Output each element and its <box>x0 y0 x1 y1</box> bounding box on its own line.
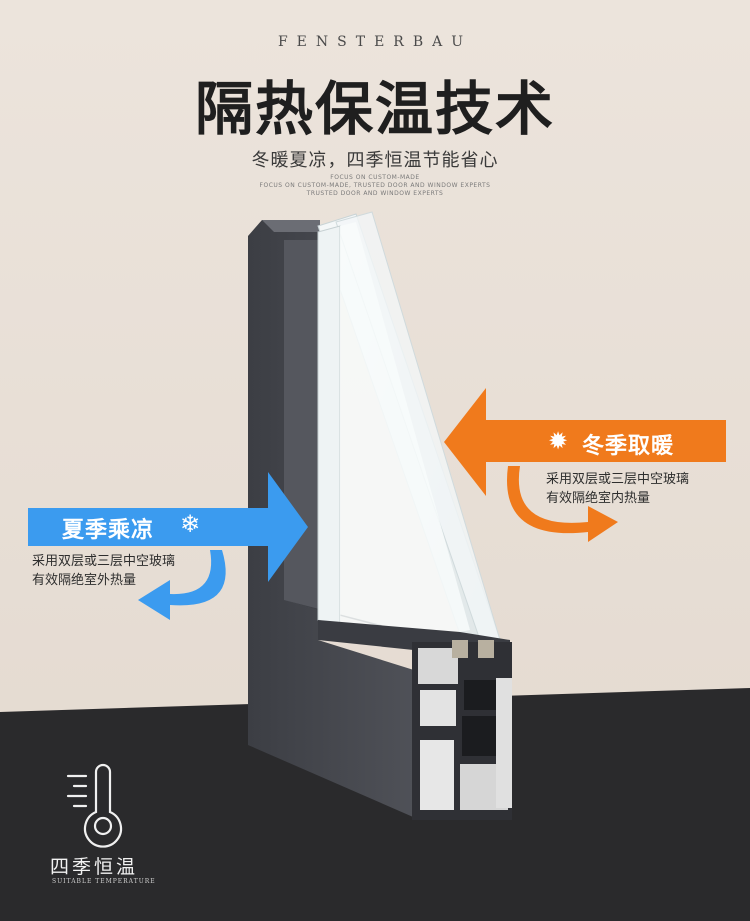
badge-subtitle: SUITABLE TEMPERATURE <box>52 878 156 885</box>
tagline-line-2: FOCUS ON CUSTOM-MADE, TRUSTED DOOR AND W… <box>259 182 491 189</box>
summer-label: 夏季乘凉 <box>62 518 155 543</box>
tagline-line-3: TRUSTED DOOR AND WINDOW EXPERTS <box>306 190 444 197</box>
sun-icon: ✹ <box>548 427 569 455</box>
summer-desc-line2: 有效隔绝室外热量 <box>32 573 137 588</box>
badge-title: 四季恒温 <box>50 856 139 878</box>
snowflake-icon: ❄ <box>180 510 201 538</box>
winter-label: 冬季取暖 <box>582 434 675 459</box>
winter-desc-line1: 采用双层或三层中空玻璃 <box>546 472 690 487</box>
page-title: 隔热保温技术 <box>194 75 555 143</box>
tagline-line-1: FOCUS ON CUSTOM-MADE <box>330 174 420 181</box>
winter-desc-line2: 有效隔绝室内热量 <box>546 491 651 506</box>
page-subtitle: 冬暖夏凉，四季恒温节能省心 <box>251 150 499 171</box>
brand-name: FENSTERBAU <box>277 34 473 50</box>
summer-desc-line1: 采用双层或三层中空玻璃 <box>32 554 176 569</box>
